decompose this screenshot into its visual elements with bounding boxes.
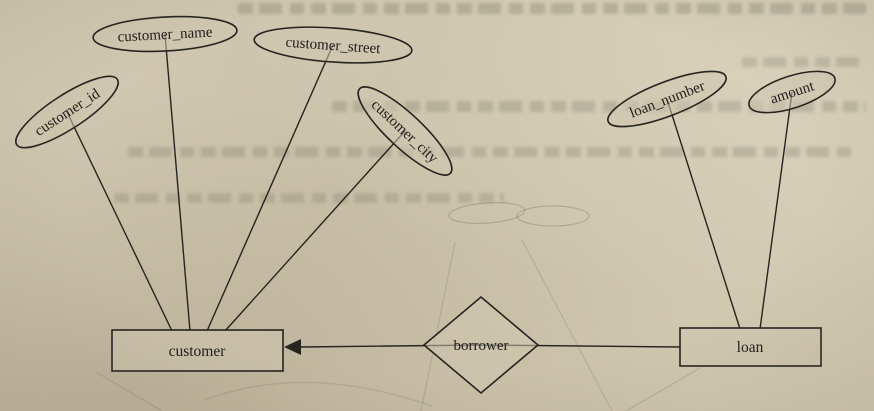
bleedthrough-text-line [128, 147, 856, 157]
entity-customer-label: customer [169, 343, 227, 360]
entity-customer: customer [111, 329, 284, 372]
bleedthrough-shapes [95, 202, 701, 411]
attribute-customer-street-label: customer_street [285, 35, 382, 58]
attribute-customer-id: customer_id [15, 75, 119, 149]
attribute-customer-name: customer_name [92, 15, 238, 53]
attribute-customer-street: customer_street [253, 26, 413, 64]
bleedthrough-text-line [742, 57, 866, 67]
bleedthrough-text-line [332, 101, 866, 112]
bleedthrough-text-line [114, 193, 504, 203]
attribute-customer-name-label: customer_name [117, 25, 213, 46]
relationship-borrower: borrower [422, 295, 540, 395]
arrow-to-customer [284, 339, 301, 355]
entity-loan-label: loan [737, 339, 764, 356]
attribute-loan-number: loan_number [607, 70, 727, 128]
bleedthrough-text-line [238, 3, 866, 14]
entity-loan: loan [679, 327, 822, 367]
relationship-borrower-label: borrower [454, 338, 509, 354]
attribute-amount: amount [748, 70, 836, 114]
attribute-customer-city: customer_city [357, 86, 453, 176]
